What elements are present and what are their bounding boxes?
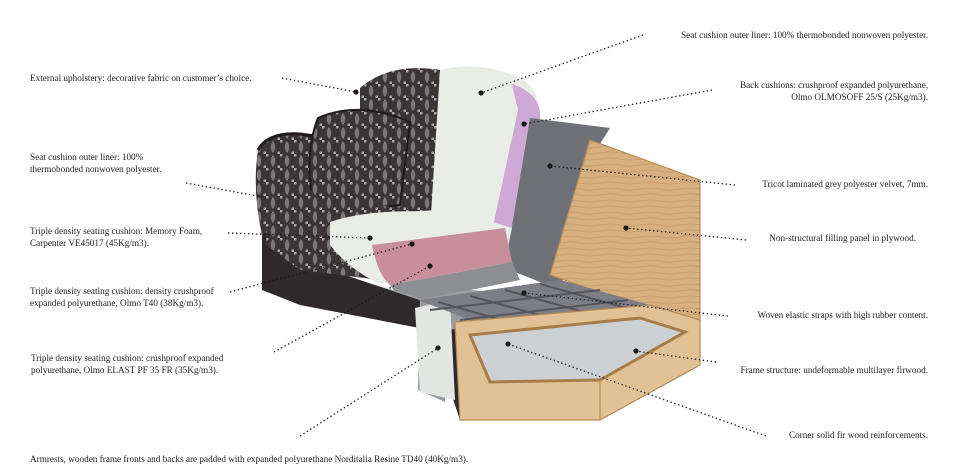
leader-armrests	[299, 347, 439, 437]
label-line: Olmo OLMOSOFF 25/S (25Kg/m3).	[791, 91, 928, 102]
back-cushion-foam	[490, 84, 541, 248]
label-line: Non-structural filling panel in plywood.	[769, 233, 916, 243]
label-frame: Frame structure: undeformable multilayer…	[740, 365, 928, 377]
label-external-upholstery: External upholstery: decorative fabric o…	[30, 73, 252, 85]
leader-plywood	[625, 227, 747, 241]
grey-foam-layer	[390, 262, 520, 300]
label-seat-liner-top: Seat cushion outer liner: 100% thermobon…	[681, 30, 928, 42]
label-line: Triple density seating cushion: crushpro…	[31, 353, 224, 363]
memory-foam-layer	[372, 228, 512, 285]
label-olmo-t40: Triple density seating cushion: density …	[30, 286, 214, 309]
leader-external-upholstery	[281, 77, 357, 93]
label-line: Corner solid fir wood reinforcements.	[788, 430, 928, 440]
leader-back-cushions	[523, 89, 713, 125]
label-line: Tricot laminated grey polyester velvet, …	[762, 179, 928, 189]
leader-tricot	[549, 165, 736, 186]
leader-seat-liner-top	[480, 34, 644, 94]
label-back-cushions: Back cushions: crushproof expanded polyu…	[740, 80, 928, 103]
label-line: Woven elastic straps with high rubber co…	[757, 310, 928, 320]
label-straps: Woven elastic straps with high rubber co…	[758, 310, 928, 322]
label-memory-foam: Triple density seating cushion: Memory F…	[30, 226, 202, 249]
label-line: Carpenter VE45017 (45Kg/m3).	[30, 237, 149, 248]
label-line: Frame structure: undeformable multilayer…	[740, 365, 928, 375]
leader-frame	[635, 350, 717, 363]
label-line: thermobonded nonwoven polyester.	[30, 163, 162, 174]
label-line: Seat cushion outer liner: 100%	[30, 152, 144, 162]
label-plywood: Non-structural filling panel in plywood.	[769, 233, 916, 245]
leader-memory-foam	[227, 232, 371, 239]
label-line: Armrests, wooden frame fronts and backs …	[30, 454, 469, 464]
label-armrests: Armrests, wooden frame fronts and backs …	[30, 454, 468, 466]
label-line: Triple density seating cushion: Memory F…	[30, 226, 203, 236]
leader-straps	[523, 292, 729, 317]
label-line: Back cushions: crushproof expanded polyu…	[739, 80, 928, 90]
label-olmo-elast: Triple density seating cushion: crushpro…	[31, 353, 223, 376]
label-corner: Corner solid fir wood reinforcements.	[789, 430, 928, 442]
label-line: Triple density seating cushion: density …	[30, 286, 214, 296]
label-seat-liner-left: Seat cushion outer liner: 100% thermobon…	[30, 152, 161, 175]
leader-seat-liner-left	[185, 182, 269, 199]
label-line: polyurethane, Olmo ELAST PF 35 FR (35Kg/…	[31, 364, 219, 375]
label-tricot: Tricot laminated grey polyester velvet, …	[762, 179, 928, 191]
leader-corner	[507, 343, 767, 437]
leader-olmo-t40	[229, 243, 413, 293]
label-line: expanded polyurethane, Olmo T40 (38Kg/m3…	[30, 297, 204, 308]
label-line: External upholstery: decorative fabric o…	[30, 73, 252, 83]
leader-olmo-elast	[273, 265, 431, 353]
label-line: Seat cushion outer liner: 100% thermobon…	[681, 30, 928, 40]
